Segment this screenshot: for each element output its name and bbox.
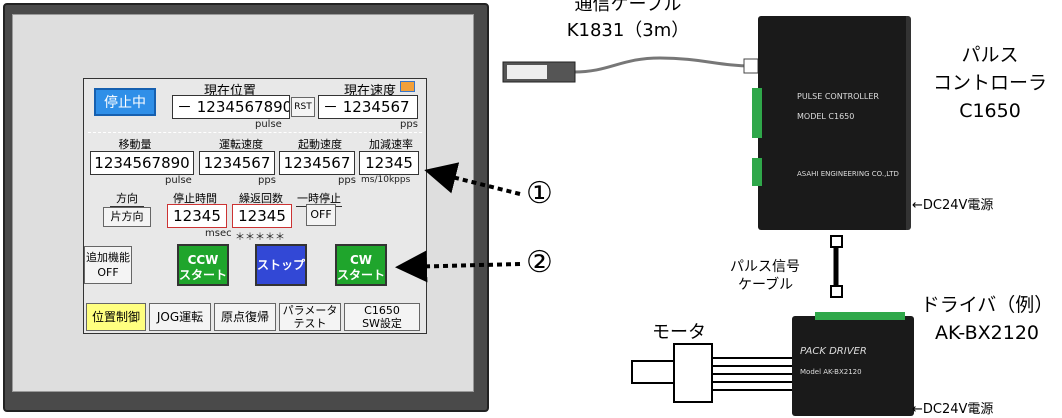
stop-button[interactable]: ストップ [255,244,307,286]
callout-number-1: ① [526,176,553,211]
tab-jog[interactable]: JOG運転 [149,303,211,331]
callout-arrow-1 [424,162,521,196]
comm-cable [573,56,753,74]
signal-connector-bottom [830,285,843,298]
extra-function-line1: 追加機能 [86,251,130,264]
ccw-start-button[interactable]: CCW スタート [177,244,229,286]
cw-start-button[interactable]: CW スタート [335,244,387,286]
current-position-field: － 1234567890 [172,95,290,119]
signal-connector-top [830,235,843,248]
tab-label: パラメータ [282,304,338,317]
controller-panel-text: PULSE CONTROLLER [797,92,879,101]
motor-body [673,343,713,403]
direction-label: 方向 [110,190,144,207]
stop-label: ストップ [257,258,306,272]
tab-parameter-test[interactable]: パラメータ テスト [279,303,341,331]
terminal-block [752,88,762,138]
move-amount-unit: pulse [165,175,192,186]
move-amount-field[interactable]: 1234567890 [90,151,194,175]
repeat-stars: ＊＊＊＊＊ [235,232,285,243]
speed-unit: pps [400,119,418,130]
tab-label: 位置制御 [91,310,140,324]
status-button[interactable]: 停止中 [94,88,156,116]
controller-model-text: MODEL C1650 [797,112,855,121]
tab-homing[interactable]: 原点復帰 [214,303,276,331]
controller-name-3: C1650 [959,100,1021,122]
driver-power-label: ←DC24V電源 [912,402,994,417]
driver-name-2: AK-BX2120 [934,322,1040,344]
controller-name-1: パルス [961,44,1019,66]
reset-button[interactable]: RST [291,97,315,117]
pause-button[interactable]: OFF [306,204,336,226]
accel-unit: ms/10kpps [361,175,411,185]
cable-label-2: K1831（3m） [566,20,690,41]
tab-label: C1650 [364,304,400,317]
pulse-controller-device [758,16,911,230]
signal-cable-label-2: ケーブル [738,277,794,293]
cable-plug [743,58,759,74]
tab-sw-settings[interactable]: C1650 SW設定 [344,303,420,331]
ccw-line2: スタート [179,268,228,282]
cw-line1: CW [349,253,373,267]
stop-time-unit: msec [205,228,232,239]
direction-button[interactable]: 片方向 [103,207,151,227]
signal-cable-label-1: パルス信号 [730,259,800,275]
tab-label-2: SW設定 [362,317,402,330]
callout-arrow-2 [395,250,521,283]
tab-label: 原点復帰 [220,310,269,324]
driver-name-1: ドライバ（例） [920,294,1054,316]
divider [88,132,422,133]
controller-name-2: コントローラ [932,72,1047,94]
stop-time-field[interactable]: 12345 [167,204,227,228]
driver-terminal-block [815,312,905,320]
motor-shaft [631,360,675,384]
tab-label-2: テスト [293,317,327,330]
driver-model-text: Model AK-BX2120 [800,368,862,376]
tab-position-control[interactable]: 位置制御 [86,303,146,331]
settings-icon[interactable] [400,81,415,92]
extra-function-button[interactable]: 追加機能 OFF [84,246,132,284]
current-speed-field: － 1234567 [318,95,418,119]
start-speed-field[interactable]: 1234567 [279,151,355,175]
driver-panel-text: PACK DRIVER [800,346,867,357]
callout-number-2: ② [526,245,553,280]
cable-label-1: 通信ケーブル [574,0,682,15]
extra-function-line2: OFF [97,266,119,279]
controller-maker-text: ASAHI ENGINEERING CO.,LTD [797,170,899,178]
position-unit: pulse [255,119,282,130]
run-speed-unit: pps [258,175,276,186]
run-speed-field[interactable]: 1234567 [199,151,275,175]
repeat-field[interactable]: 12345 [232,204,292,228]
accel-field[interactable]: 12345 [359,151,419,175]
terminal-block [752,158,762,186]
tab-label: JOG運転 [156,310,204,324]
ccw-line1: CCW [187,253,219,267]
controller-power-label: ←DC24V電源 [912,198,994,213]
motor-label: モータ [652,322,706,343]
driver-device [792,316,914,416]
cw-line2: スタート [337,268,386,282]
start-speed-unit: pps [338,175,356,186]
